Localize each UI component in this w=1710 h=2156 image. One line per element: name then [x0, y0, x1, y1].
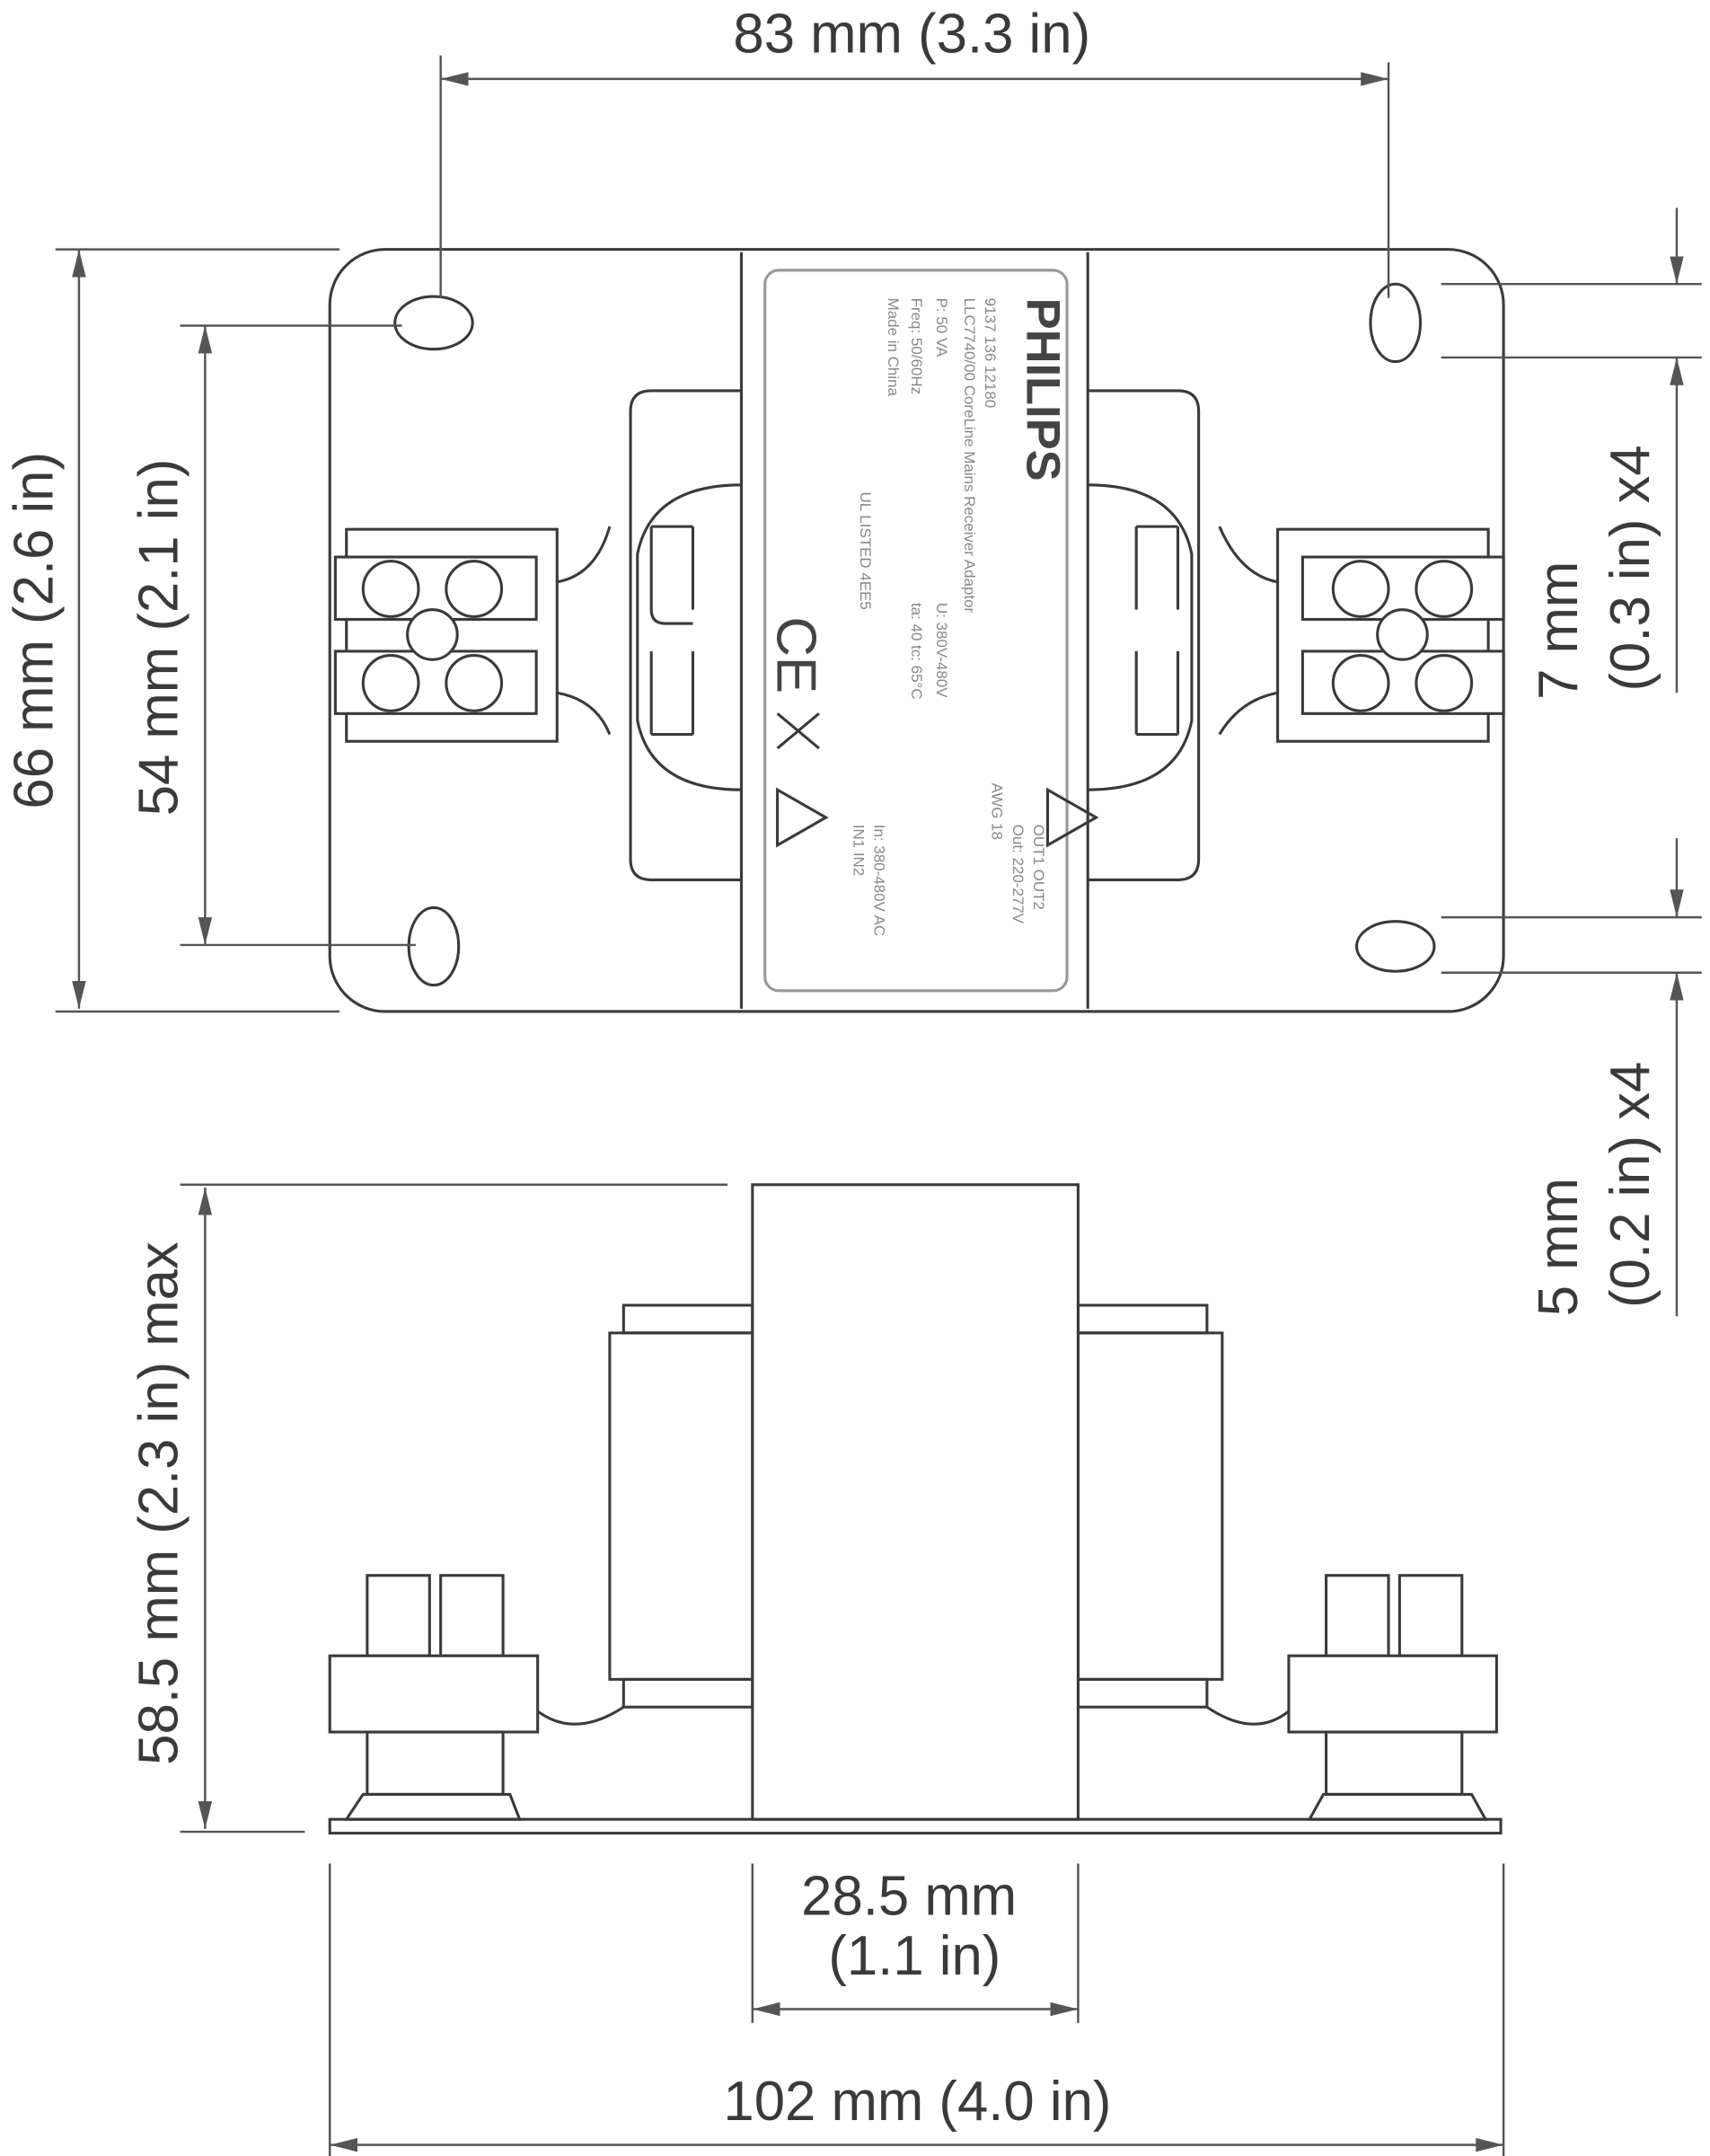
- label-voltage: U: 380V-480V: [933, 603, 950, 698]
- dim-core-width-in: (1.1 in): [828, 1925, 1000, 1987]
- terminal-block-left: [333, 526, 612, 743]
- dimension-lines: [55, 55, 1702, 2156]
- product-label: [763, 269, 1069, 993]
- label-input: In: 380-480V AC: [871, 825, 888, 936]
- terminal-block-right: [1218, 526, 1505, 743]
- dim-core-width-mm: 28.5 mm: [801, 1866, 1017, 1928]
- dim-width-holes: 83 mm (3.3 in): [733, 4, 1090, 66]
- dim-slot-width-in: (0.2 in) x4: [1600, 1062, 1662, 1308]
- dim-height-holes: 54 mm (2.1 in): [128, 459, 190, 817]
- ul-mark: UL LISTED 4EE5: [857, 492, 874, 610]
- dim-slot-length-mm: 7 mm: [1528, 561, 1590, 700]
- terminal-side-right: [1206, 1574, 1498, 1821]
- dim-slot-length-in: (0.3 in) x4: [1600, 445, 1662, 691]
- core: [751, 1183, 1080, 1821]
- label-frequency: Freq: 50/60Hz: [908, 298, 925, 394]
- ce-mark-icon: CE: [765, 616, 827, 694]
- dim-slot-width-mm: 5 mm: [1528, 1178, 1590, 1316]
- label-output: Out: 220-277V: [1009, 825, 1027, 924]
- mounting-slot: [1355, 920, 1436, 973]
- label-out-terminals: OUT1 OUT2: [1030, 825, 1047, 910]
- dim-height-max: 58.5 mm (2.3 in) max: [128, 1241, 190, 1765]
- dim-height-total: 66 mm (2.6 in): [4, 452, 66, 809]
- label-product-name: LLC7740/00 CoreLine Mains Receiver Adapt…: [961, 298, 978, 614]
- brand-logo: PHILIPS: [1016, 298, 1068, 482]
- dim-length-total: 102 mm (4.0 in): [723, 2071, 1111, 2133]
- side-view: [328, 1183, 1503, 1835]
- mounting-slot: [1369, 282, 1423, 364]
- label-power: P: 50 VA: [933, 298, 950, 358]
- mounting-slot: [407, 906, 461, 987]
- coil-right: [1088, 389, 1201, 881]
- weee-bin-icon: [776, 712, 820, 750]
- coil-left: [629, 389, 742, 881]
- base-plate: [328, 248, 1505, 1013]
- label-made-in: Made in China: [885, 298, 902, 397]
- label-part-number: 9137 136 12180: [982, 298, 999, 409]
- warning-icon: [776, 787, 829, 848]
- warning-icon: [1045, 787, 1099, 848]
- label-temperature: ta: 40 tc: 65°C: [908, 603, 925, 700]
- terminal-side-left: [328, 1574, 625, 1821]
- mounting-slot: [393, 295, 474, 351]
- top-view: PHILIPS 9137 136 12180 LLC7740/00 CoreLi…: [328, 248, 1505, 1013]
- label-wire: AWG 18: [989, 782, 1006, 839]
- label-in-terminals: IN1 IN2: [850, 825, 867, 876]
